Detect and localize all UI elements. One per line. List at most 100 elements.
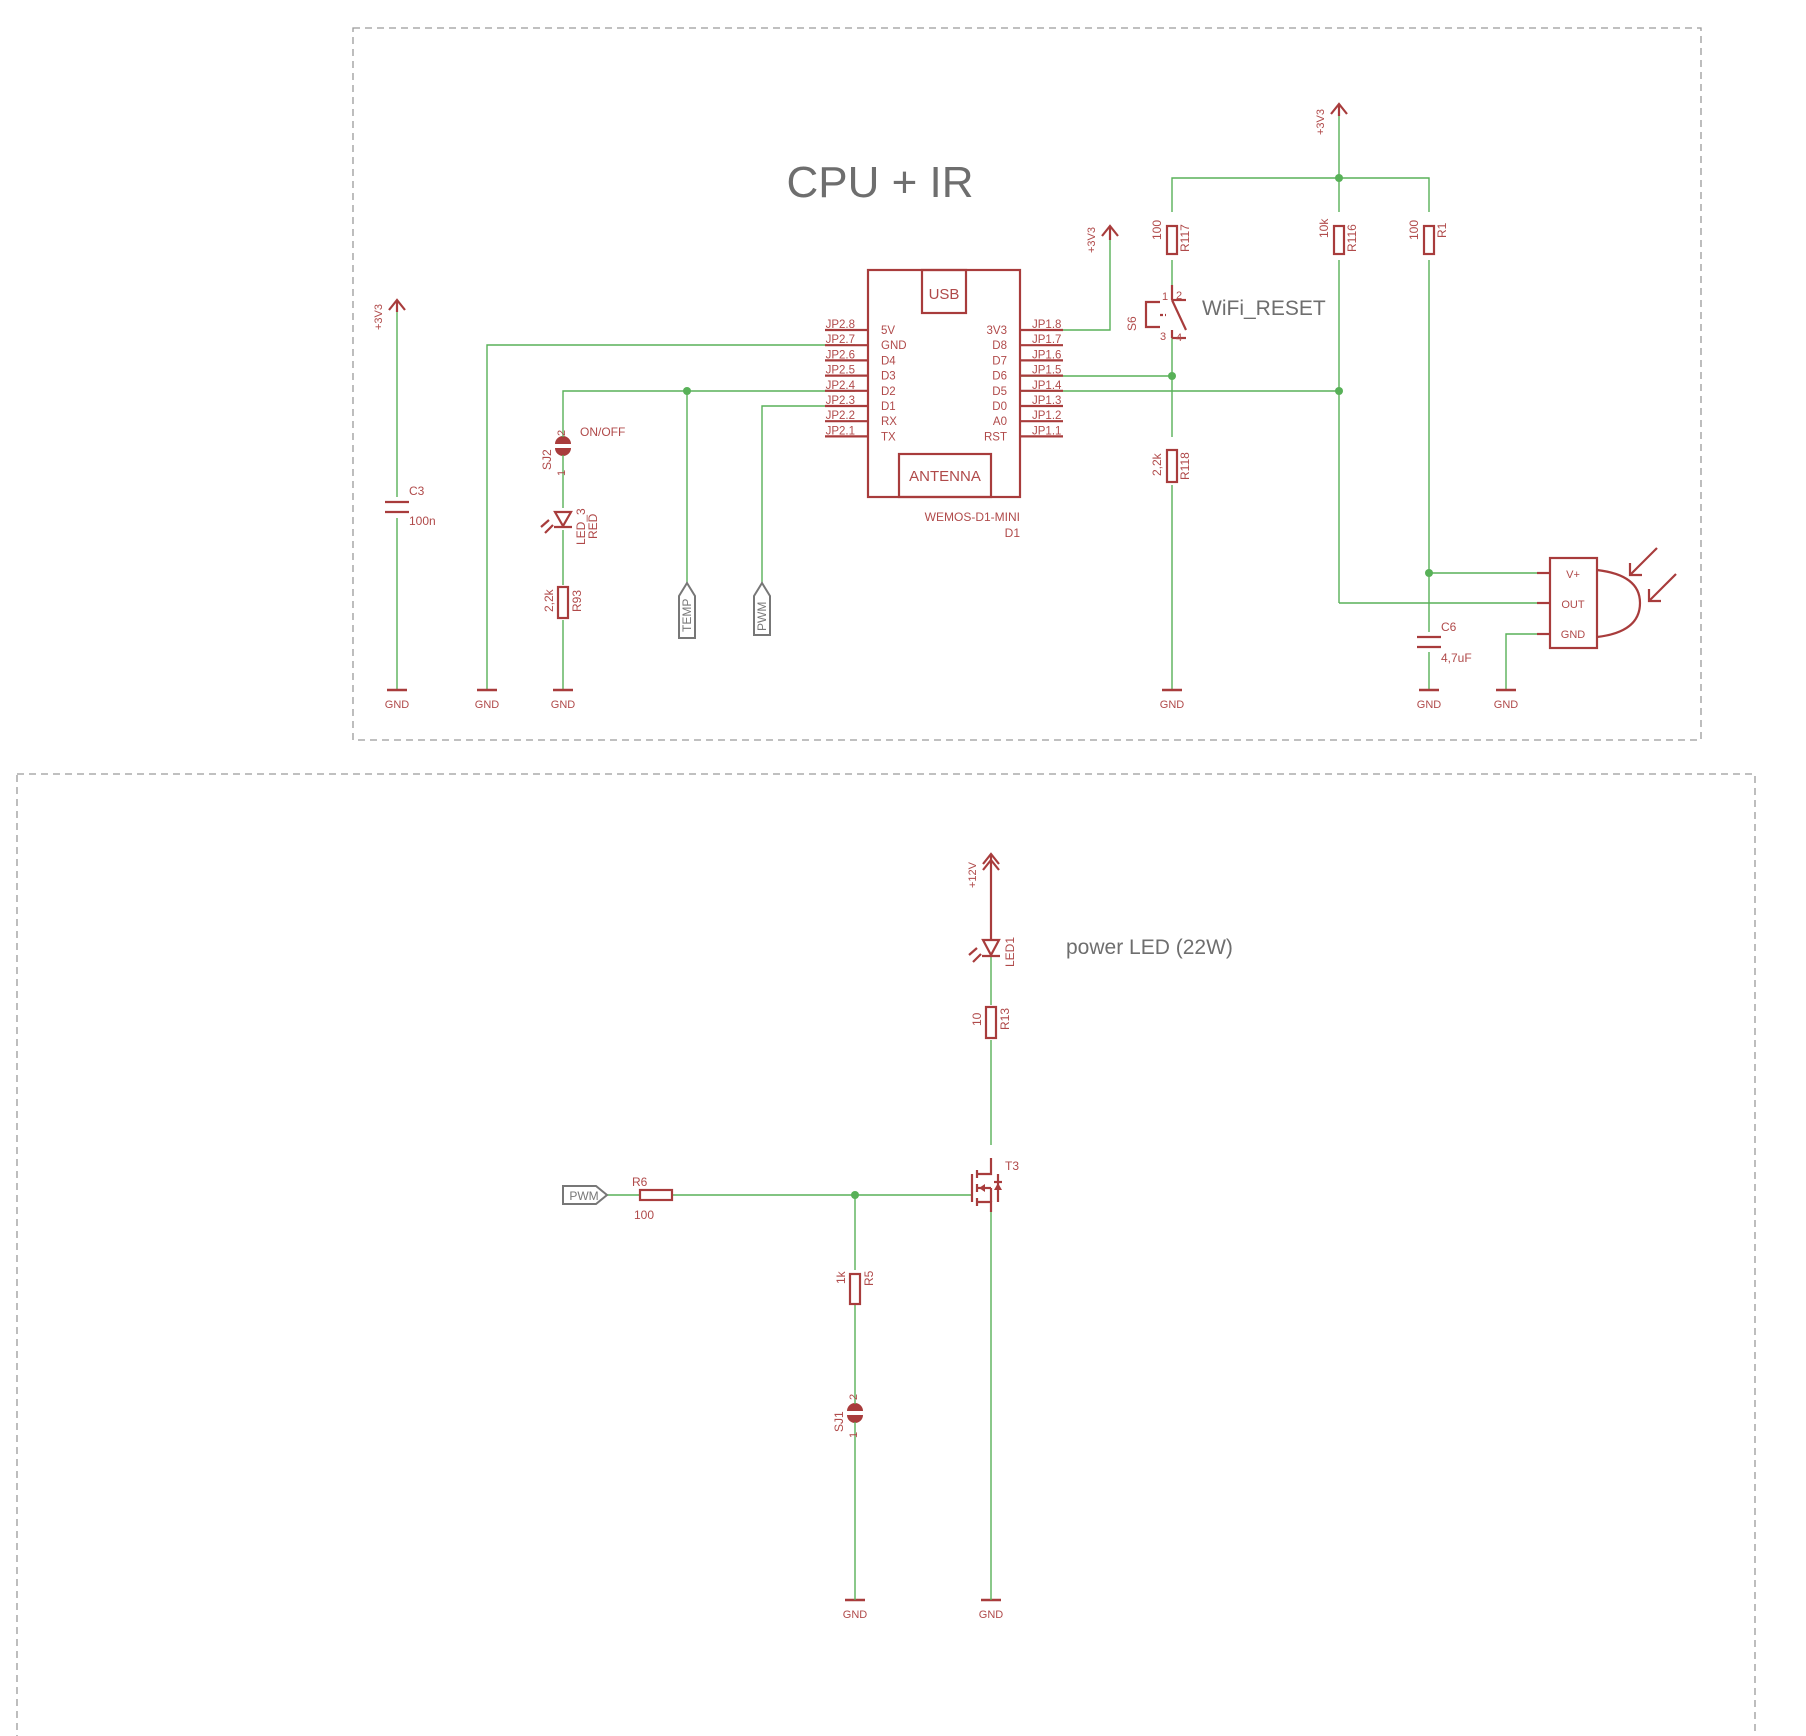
svg-text:1: 1 (1162, 291, 1168, 303)
svg-text:1k: 1k (834, 1270, 848, 1284)
module-pin-name: D4 (881, 355, 896, 367)
module-pin-name: D1 (881, 401, 896, 413)
module-pin-number: JP2.6 (826, 349, 855, 361)
module-pin-name: 5V (881, 325, 895, 337)
module-pin-number: JP2.7 (826, 334, 855, 346)
svg-text:3: 3 (1160, 331, 1166, 343)
module-pin-name: D6 (992, 371, 1007, 383)
module-right-pins: JP1.83V3JP1.7D8JP1.6D7JP1.5D6JP1.4D5JP1.… (984, 319, 1063, 443)
svg-text:R1: R1 (1435, 222, 1449, 238)
power-12v: +12V (967, 852, 1000, 942)
module-pin-name: GND (881, 340, 907, 352)
module-pin-name: A0 (993, 416, 1007, 428)
module-pin-number: JP1.7 (1032, 334, 1061, 346)
svg-text:RED: RED (586, 513, 600, 539)
svg-text:C6: C6 (1441, 620, 1457, 634)
power-3v3-mid: +3V3 (1086, 224, 1119, 253)
svg-text:R13: R13 (998, 1008, 1012, 1030)
svg-text:R93: R93 (570, 590, 584, 612)
pwm-net-flag: PWM (753, 581, 771, 636)
svg-text:PWM: PWM (569, 1189, 598, 1203)
switch-s6: S6 1 2 3 4 (1125, 285, 1187, 344)
svg-text:T3: T3 (1005, 1159, 1019, 1173)
power-3v3-left: +3V3 (373, 298, 406, 330)
svg-text:R118: R118 (1178, 452, 1192, 480)
power-3v3-right: +3V3 (1315, 102, 1348, 135)
resistor-r93: 2,2k R93 (542, 585, 584, 620)
module-pin-name: D5 (992, 386, 1007, 398)
module-pin-number: JP2.4 (826, 380, 856, 392)
module-pin-number: JP1.6 (1032, 349, 1061, 361)
module-pin-number: JP2.1 (826, 425, 855, 437)
svg-text:S6: S6 (1125, 316, 1139, 331)
svg-text:2: 2 (556, 430, 568, 436)
svg-text:2,2k: 2,2k (542, 588, 556, 612)
solder-jumper-sj2: SJ2 2 1 ON/OFF (540, 425, 625, 476)
module-pin-number: JP2.8 (826, 319, 855, 331)
svg-text:OUT: OUT (1561, 599, 1585, 611)
module-pin-name: D8 (992, 340, 1007, 352)
svg-text:4,7uF: 4,7uF (1441, 651, 1472, 665)
resistor-r13: 10 R13 (970, 1005, 1012, 1040)
cpu-ir-title: CPU + IR (786, 158, 973, 207)
svg-text:R117: R117 (1178, 224, 1192, 252)
capacitor-c3: C3 100n (385, 484, 436, 528)
resistor-r116: 10k R116 (1317, 218, 1359, 256)
gnd-label: GND (843, 1609, 868, 1621)
gnd-label: GND (1417, 699, 1442, 711)
junction-dots (683, 174, 1433, 1199)
svg-text:100: 100 (1407, 220, 1421, 240)
svg-text:+12V: +12V (967, 861, 979, 888)
resistor-r118: 2,2k R118 (1150, 448, 1192, 484)
gnd-label: GND (1494, 699, 1519, 711)
module-pin-number: JP1.5 (1032, 365, 1061, 377)
temp-net-flag: TEMP (678, 581, 696, 639)
svg-text:LED1: LED1 (1003, 937, 1017, 967)
svg-text:100: 100 (1150, 220, 1164, 240)
pwm-input-flag: PWM (562, 1185, 609, 1205)
svg-text:SJ1: SJ1 (832, 1411, 846, 1432)
power-led-title: power LED (22W) (1066, 936, 1233, 959)
resistor-r1: 100 R1 (1407, 220, 1449, 256)
svg-text:R5: R5 (862, 1270, 876, 1286)
gnd-label: GND (1160, 699, 1185, 711)
gnd-label: GND (385, 699, 410, 711)
capacitor-c6: C6 4,7uF (1417, 620, 1472, 665)
power-led-frame (16, 773, 1756, 1736)
svg-text:R6: R6 (632, 1175, 648, 1189)
svg-text:10k: 10k (1317, 218, 1331, 238)
svg-text:1: 1 (556, 470, 568, 476)
bottom-wires (607, 942, 992, 1600)
module-pin-name: D7 (992, 355, 1007, 367)
module-pin-name: D0 (992, 401, 1007, 413)
module-pin-name: TX (881, 431, 896, 443)
led3: LED_3 RED (540, 508, 600, 545)
svg-text:+3V3: +3V3 (373, 304, 385, 330)
ir-receiver: V+ OUT GND (1537, 547, 1677, 650)
svg-text:100n: 100n (409, 514, 436, 528)
mosfet-t3: T3 (970, 1158, 1019, 1212)
svg-text:SJ2: SJ2 (540, 449, 554, 470)
module-pin-number: JP2.3 (826, 395, 855, 407)
module-pin-number: JP1.1 (1032, 425, 1061, 437)
svg-text:10: 10 (970, 1012, 984, 1026)
module-part-name: WEMOS-D1-MINI (925, 510, 1020, 524)
module-pin-number: JP1.3 (1032, 395, 1061, 407)
svg-text:1: 1 (848, 1432, 860, 1438)
gnd-label: GND (551, 699, 576, 711)
cpu-ir-frame (352, 27, 1702, 741)
module-pin-number: JP1.4 (1032, 380, 1062, 392)
ground-symbols: GND GND GND GND GND GND GND GND (385, 688, 1519, 1621)
svg-text:2: 2 (848, 1394, 860, 1400)
svg-text:TEMP: TEMP (680, 599, 694, 632)
module-pin-number: JP2.2 (826, 410, 855, 422)
module-pin-name: RST (984, 431, 1007, 443)
svg-text:ON/OFF: ON/OFF (580, 425, 625, 439)
svg-text:LED_3: LED_3 (574, 508, 588, 545)
resistor-r6: R6 100 (632, 1175, 674, 1222)
solder-jumper-sj1: SJ1 2 1 (832, 1394, 863, 1438)
svg-text:+3V3: +3V3 (1315, 109, 1327, 135)
gnd-label: GND (475, 699, 500, 711)
gnd-label: GND (979, 1609, 1004, 1621)
module-pin-name: 3V3 (987, 325, 1007, 337)
